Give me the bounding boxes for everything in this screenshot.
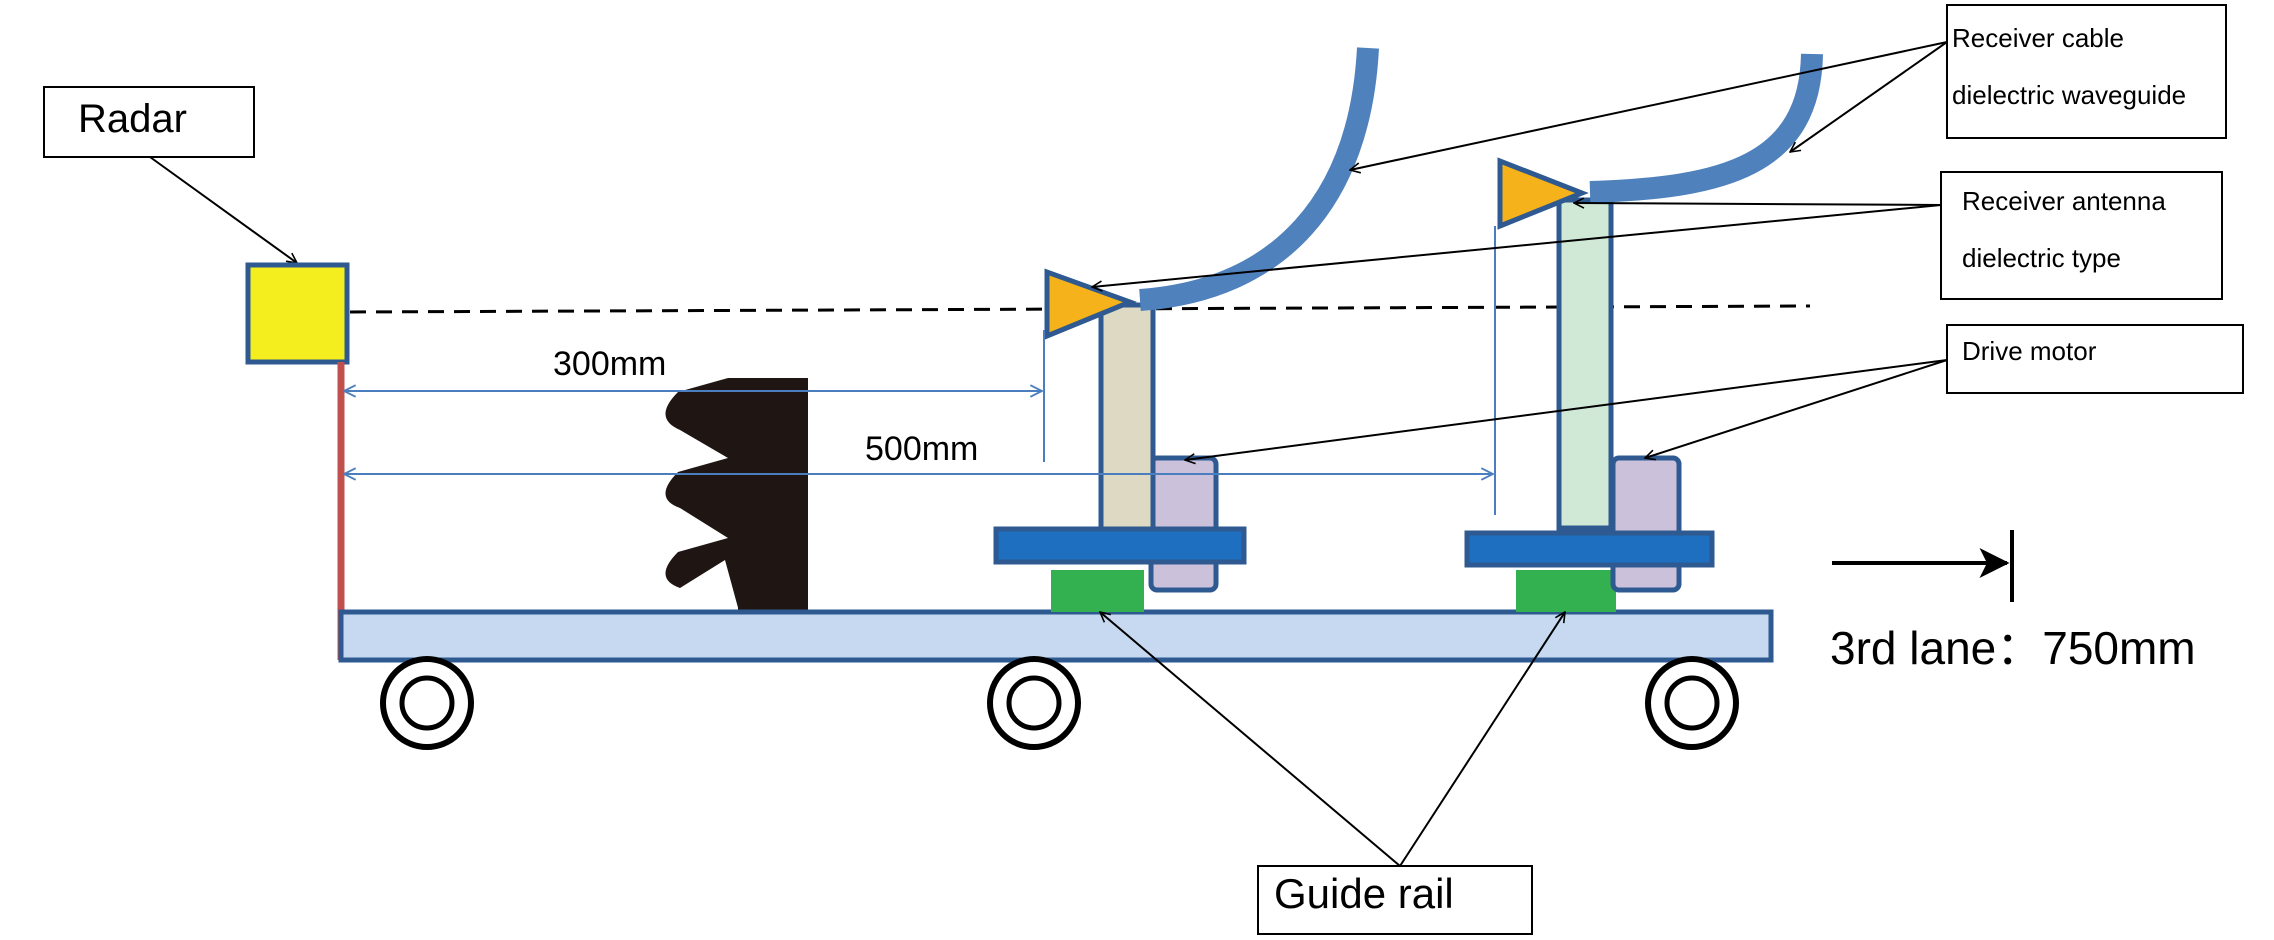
guide-block-right [1516,570,1616,612]
antenna-right [1497,157,1589,230]
plate-right [1464,530,1715,568]
dimension-300: 300mm [344,330,1045,462]
drive-motor-label-text: Drive motor [1962,336,2097,366]
lane-label-name: 3rd lane [1830,622,1996,674]
platform [338,609,1774,663]
drive-motor-label: Drive motor [1946,324,2244,394]
waveguide-right [1589,53,1823,203]
antenna-label-line1: Receiver antenna [1962,186,2166,216]
guide-rail-label-text: Guide rail [1274,870,1454,917]
drive-motor-left [1148,455,1219,593]
cable-pointer-right [1790,41,1948,152]
wheel-left [380,656,474,750]
antenna-label-line2: dielectric type [1962,243,2121,273]
receiver-unit-right [1464,53,1823,612]
dim-300-label: 300mm [553,345,666,383]
lane-label: 3rd lane：750mm [1830,622,2196,674]
guide-rail-label: Guide rail [1257,865,1533,935]
radar-pointer [149,156,297,263]
drive-motor-right [1610,455,1682,593]
wheel-right [1645,656,1739,750]
motor-pointer-left [1185,359,1948,460]
radar-label: Radar [43,86,255,158]
dim-500-label: 500mm [865,430,978,468]
lane-label-value: 750mm [2042,622,2195,674]
guide-pointer-left [1100,612,1401,867]
dimension-500: 500mm [344,226,1496,515]
guide-pointer-right [1399,612,1565,867]
antenna-pointer-right [1574,203,1942,205]
wheel-middle [987,656,1081,750]
antenna-pointer-left [1092,204,1942,287]
motor-pointer-right [1645,359,1948,458]
receiver-cable-label: Receiver cable dielectric waveguide [1946,4,2227,139]
lane-label-sep: ： [1996,622,2042,674]
cable-label-line2: dielectric waveguide [1952,80,2186,110]
receiver-unit-left [993,47,1379,612]
plate-left [993,526,1247,565]
stand-right [1556,197,1614,531]
radar-box [245,262,350,365]
radar-label-text: Radar [78,97,187,141]
cable-pointer-left [1350,41,1948,170]
antenna-left [1044,268,1137,340]
cable-label-line1: Receiver cable [1952,23,2124,53]
waveguide-left [1139,47,1379,311]
receiver-antenna-label: Receiver antenna dielectric type [1940,171,2223,300]
absorber [665,378,808,615]
guide-block-left [1051,570,1144,612]
stand-left [1098,302,1156,532]
